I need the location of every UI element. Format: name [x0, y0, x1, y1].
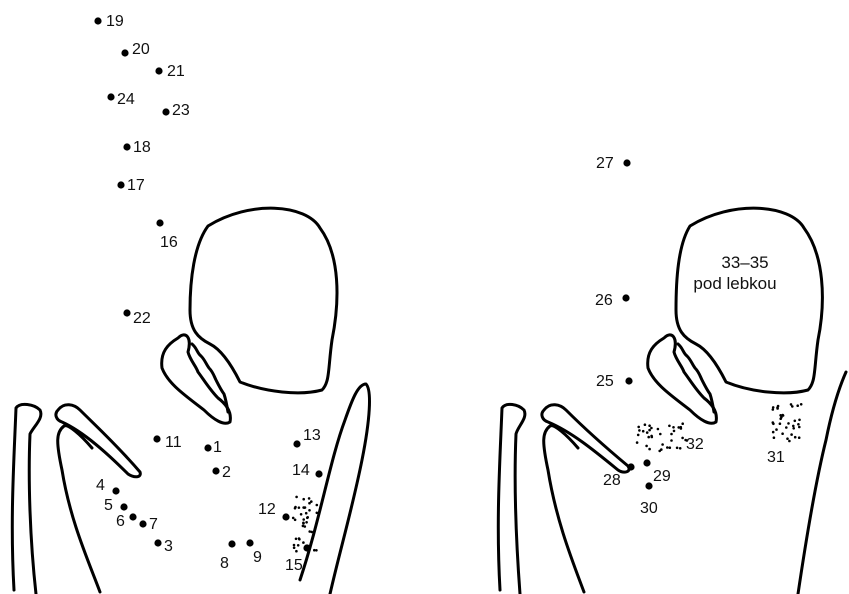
left-arm-inner	[58, 426, 100, 592]
point-dot-16	[156, 219, 163, 226]
right-arm-outer	[498, 404, 525, 594]
point-label-11: 11	[165, 434, 182, 451]
point-label-18: 18	[133, 139, 151, 156]
point-dot-28	[627, 463, 634, 470]
point-dot-9	[246, 539, 253, 546]
right-arm-inner	[544, 426, 584, 592]
point-label-3: 3	[164, 538, 173, 555]
point-dot-22	[123, 309, 130, 316]
left-spine-outline	[300, 384, 369, 594]
point-label-2: 2	[222, 464, 231, 481]
point-dot-20	[121, 49, 128, 56]
point-label-21: 21	[167, 63, 185, 80]
area-label-32: 32	[686, 436, 704, 453]
point-dot-27	[623, 159, 630, 166]
left-arm-outer	[12, 404, 41, 594]
point-dot-23	[162, 108, 169, 115]
stipple-area-15	[292, 496, 318, 553]
point-label-29: 29	[653, 468, 671, 485]
point-label-9: 9	[253, 549, 262, 566]
left-panel	[12, 208, 369, 594]
point-dot-17	[117, 181, 124, 188]
point-dot-5	[120, 503, 127, 510]
right-clavicle	[542, 405, 629, 472]
point-dot-3	[154, 539, 161, 546]
point-label-28: 28	[603, 472, 621, 489]
point-label-26: 26	[595, 292, 613, 309]
point-dot-1	[204, 444, 211, 451]
point-dot-30	[645, 482, 652, 489]
point-label-5: 5	[104, 497, 113, 514]
point-dot-24	[107, 93, 114, 100]
left-clavicle	[56, 405, 140, 477]
point-label-6: 6	[116, 513, 125, 530]
point-label-24: 24	[117, 91, 135, 108]
point-dot-2	[212, 467, 219, 474]
point-label-15: 15	[285, 557, 303, 574]
point-label-17: 17	[127, 177, 145, 194]
point-dot-14	[315, 470, 322, 477]
right-skull-outline	[676, 208, 822, 393]
left-skull-outline	[190, 208, 337, 393]
point-label-23: 23	[172, 102, 190, 119]
point-label-22: 22	[133, 310, 151, 327]
point-dot-13	[293, 440, 300, 447]
point-dot-29	[643, 459, 650, 466]
point-label-19: 19	[106, 13, 124, 30]
point-dot-25	[625, 377, 632, 384]
point-label-4: 4	[96, 477, 105, 494]
point-label-14: 14	[292, 462, 310, 479]
skull-caption-line2: pod lebkou	[693, 274, 776, 293]
point-dot-21	[155, 67, 162, 74]
point-label-25: 25	[596, 373, 614, 390]
point-dot-15	[303, 544, 310, 551]
point-dot-6	[129, 513, 136, 520]
point-label-12: 12	[258, 501, 276, 518]
area-label-31: 31	[767, 449, 785, 466]
point-label-1: 1	[213, 439, 222, 456]
stipple-area-31	[772, 403, 803, 442]
point-label-16: 16	[160, 234, 178, 251]
point-dot-12	[282, 513, 289, 520]
point-label-20: 20	[132, 41, 150, 58]
point-label-7: 7	[149, 516, 158, 533]
point-label-30: 30	[640, 500, 658, 517]
point-dot-7	[139, 520, 146, 527]
point-label-8: 8	[220, 555, 229, 572]
point-dot-19	[94, 17, 101, 24]
point-dot-26	[622, 294, 629, 301]
point-dot-4	[112, 487, 119, 494]
point-dot-8	[228, 540, 235, 547]
point-label-27: 27	[596, 155, 614, 172]
skull-caption-line1: 33–35	[721, 253, 768, 272]
point-dot-11	[153, 435, 160, 442]
point-label-13: 13	[303, 427, 321, 444]
point-dot-18	[123, 143, 130, 150]
right-panel	[498, 208, 846, 594]
right-spine-outline	[798, 372, 846, 594]
stipple-area-32	[636, 422, 688, 452]
